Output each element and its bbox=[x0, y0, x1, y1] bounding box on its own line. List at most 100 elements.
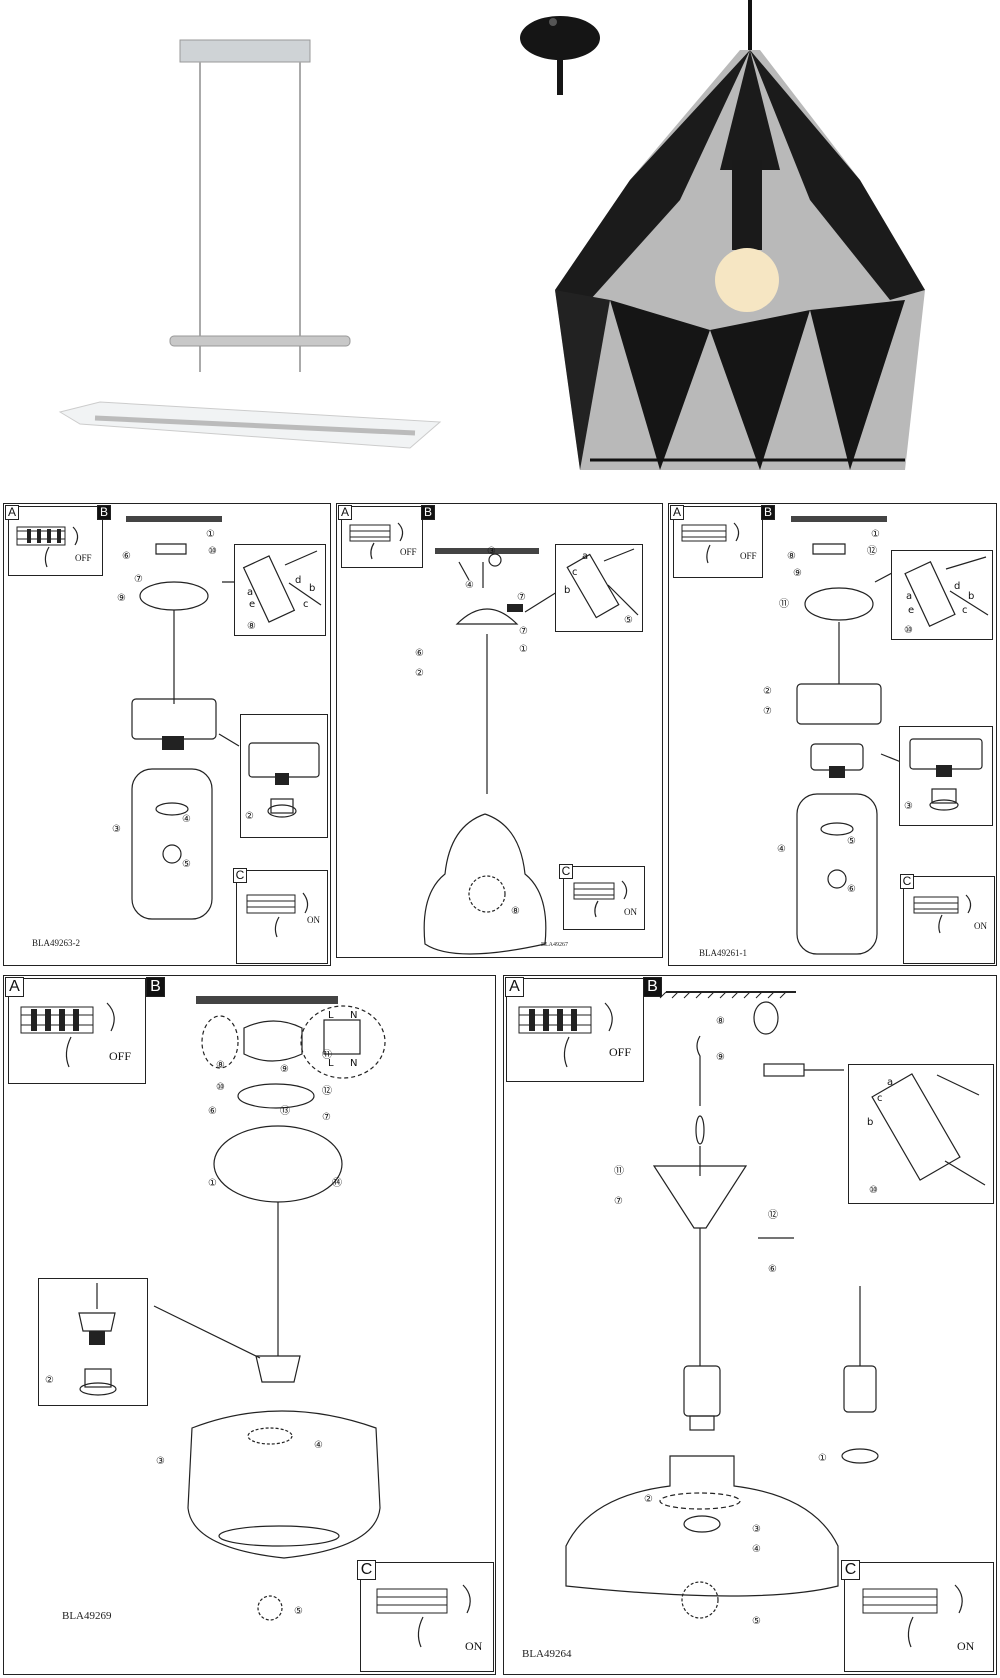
pendant-assembly-drawing: ① ⑩ ⑥ ⑦ ⑨ ③ ④ ⑤ bbox=[112, 516, 250, 920]
terminal-label-l: L bbox=[328, 1010, 334, 1021]
step-b-tag: B bbox=[421, 505, 435, 520]
svg-text:b: b bbox=[309, 583, 315, 594]
step-4-label: ④ bbox=[182, 814, 191, 825]
step-c-tag: C bbox=[841, 1560, 860, 1580]
svg-text:a: a bbox=[906, 591, 912, 602]
svg-text:①: ① bbox=[818, 1453, 827, 1464]
step-b-tag: B bbox=[643, 977, 662, 997]
pendant-assembly-drawing: ① ⑫ ⑧ ⑨ ⑪ ② ⑦ ④ ⑤ ⑥ bbox=[763, 516, 910, 955]
svg-text:⑭: ⑭ bbox=[332, 1177, 342, 1189]
svg-text:⑤: ⑤ bbox=[294, 1606, 303, 1617]
product-code: BLA49261-1 bbox=[699, 948, 747, 958]
step-c-box: ON bbox=[563, 866, 645, 930]
shade-socket-detail: ② bbox=[245, 742, 320, 822]
step-a-tag: A bbox=[670, 505, 684, 520]
svg-text:④: ④ bbox=[752, 1544, 761, 1555]
shade-detail-box: ② bbox=[240, 714, 328, 838]
svg-text:⑥: ⑥ bbox=[847, 884, 856, 895]
step-9-label: ⑨ bbox=[117, 593, 126, 604]
step-6-label: ⑥ bbox=[122, 551, 131, 562]
svg-text:⑪: ⑪ bbox=[614, 1165, 624, 1177]
svg-text:b: b bbox=[867, 1117, 873, 1128]
pendant-assembly-drawing: ⑧ ⑨ ⑪ ⑦ ⑫ ⑥ ② ③ ④ ⑤ ① bbox=[565, 991, 879, 1627]
step-10-label: ⑩ bbox=[208, 546, 217, 557]
svg-text:c: c bbox=[877, 1093, 883, 1104]
svg-text:③: ③ bbox=[904, 801, 913, 812]
switch-off-label: OFF bbox=[609, 1045, 632, 1059]
svg-text:⑩: ⑩ bbox=[216, 1082, 225, 1093]
breaker-off-icon bbox=[20, 1002, 115, 1068]
step-a-box: OFF bbox=[8, 506, 103, 576]
shade-detail-box: ② bbox=[38, 1278, 148, 1406]
svg-text:⑥: ⑥ bbox=[768, 1264, 777, 1275]
breaker-on-icon bbox=[913, 894, 972, 934]
svg-text:a: a bbox=[582, 551, 588, 562]
svg-text:⑨: ⑨ bbox=[793, 568, 802, 579]
step-a-box: OFF bbox=[341, 506, 423, 568]
svg-text:⑤: ⑤ bbox=[847, 836, 856, 847]
breaker-off-icon bbox=[518, 1002, 613, 1068]
breaker-on-icon bbox=[246, 892, 309, 938]
terminal-label-n: N bbox=[350, 1010, 357, 1021]
product-code: BLA49269 bbox=[62, 1610, 112, 1622]
switch-off-label: OFF bbox=[400, 547, 417, 557]
step-c-box: ON bbox=[844, 1562, 994, 1672]
switch-on-label: ON bbox=[624, 907, 637, 917]
black-geometric-pendant-photo bbox=[520, 0, 925, 470]
terminal-label-n: N bbox=[350, 1058, 357, 1069]
svg-text:⑫: ⑫ bbox=[768, 1209, 778, 1221]
svg-text:②: ② bbox=[245, 811, 254, 822]
svg-text:②: ② bbox=[45, 1375, 54, 1386]
shade-socket-detail: ③ bbox=[904, 738, 983, 812]
svg-text:②: ② bbox=[415, 668, 424, 679]
wiring-detail-box: a c b ⑩ bbox=[848, 1064, 994, 1204]
panel-p4: OFF A B L N L N ⑧ ⑨ ⑪ ⑩ ⑫ ⑦ ⑥ ⑬ ① ⑭ ③ ④ … bbox=[3, 975, 496, 1675]
svg-text:①: ① bbox=[519, 644, 528, 655]
svg-text:⑧: ⑧ bbox=[511, 906, 520, 917]
product-code: BLA49263-2 bbox=[32, 938, 80, 948]
svg-text:⑨: ⑨ bbox=[280, 1064, 289, 1075]
product-code: BLA49264 bbox=[522, 1648, 572, 1660]
switch-on-label: ON bbox=[974, 921, 987, 931]
svg-text:②: ② bbox=[763, 686, 772, 697]
svg-text:c: c bbox=[303, 599, 309, 610]
step-a-box: OFF bbox=[506, 978, 644, 1082]
svg-text:⑦: ⑦ bbox=[763, 706, 772, 717]
svg-text:⑬: ⑬ bbox=[280, 1105, 290, 1117]
svg-text:④: ④ bbox=[314, 1440, 323, 1451]
svg-text:e: e bbox=[249, 599, 255, 610]
terminal-block-icon: ad be c⑩ bbox=[904, 556, 989, 636]
svg-text:⑤: ⑤ bbox=[624, 615, 633, 626]
step-a-tag: A bbox=[505, 977, 524, 997]
breaker-on-icon bbox=[376, 1584, 471, 1648]
step-b-tag: B bbox=[146, 977, 165, 997]
svg-text:d: d bbox=[295, 575, 301, 586]
step-c-tag: C bbox=[357, 1560, 376, 1580]
svg-text:b: b bbox=[564, 585, 570, 596]
terminal-label-l: L bbox=[328, 1058, 334, 1069]
svg-text:c: c bbox=[572, 567, 578, 578]
svg-text:③: ③ bbox=[487, 546, 496, 557]
step-c-tag: C bbox=[233, 868, 247, 883]
breaker-off-icon bbox=[349, 522, 404, 560]
breaker-on-icon bbox=[573, 880, 628, 918]
svg-text:③: ③ bbox=[156, 1456, 165, 1467]
svg-text:⑥: ⑥ bbox=[208, 1106, 217, 1117]
terminal-block-icon: a c b ⑩ bbox=[867, 1073, 986, 1196]
svg-text:⑦: ⑦ bbox=[517, 592, 526, 603]
svg-text:①: ① bbox=[871, 529, 880, 540]
svg-text:⑧: ⑧ bbox=[247, 621, 256, 632]
panel-p5: OFF A B ⑧ ⑨ ⑪ ⑦ ⑫ ⑥ ② ③ ④ ⑤ ① bbox=[503, 975, 997, 1675]
svg-text:⑧: ⑧ bbox=[716, 1016, 725, 1027]
shade-detail-box: ③ bbox=[899, 726, 993, 826]
step-5-label: ⑤ bbox=[182, 859, 191, 870]
step-c-box: ON bbox=[236, 870, 328, 964]
linear-pendant-lamp-photo bbox=[58, 39, 442, 449]
step-a-tag: A bbox=[5, 505, 19, 520]
svg-text:③: ③ bbox=[752, 1524, 761, 1535]
switch-off-label: OFF bbox=[740, 551, 757, 561]
